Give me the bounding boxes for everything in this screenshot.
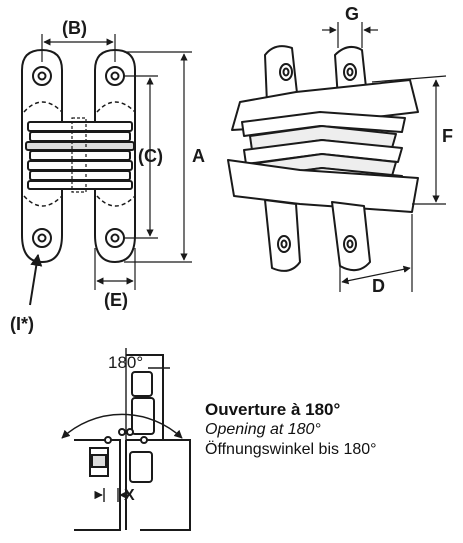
angle-label: 180°: [108, 353, 143, 372]
isometric-view: [227, 45, 419, 272]
caption-german: Öffnungswinkel bis 180°: [205, 441, 377, 458]
front-view: [21, 48, 136, 264]
front-dimensions: [29, 34, 192, 306]
dim-label-i: (I*): [10, 314, 34, 334]
dim-label-g: G: [345, 4, 359, 24]
iso-dimensions: [322, 22, 447, 292]
opening-caption: Ouverture à 180° Opening at 180° Öffnung…: [205, 400, 455, 460]
caption-english: Opening at 180°: [205, 421, 321, 438]
dim-label-x: X: [124, 487, 135, 504]
dim-label-a: A: [192, 146, 205, 166]
dim-label-e: (E): [104, 290, 128, 310]
dim-label-b: (B): [62, 18, 87, 38]
dim-label-f: F: [442, 126, 453, 146]
caption-french: Ouverture à 180°: [205, 400, 341, 419]
dim-label-d: D: [372, 276, 385, 296]
dim-label-c: (C): [138, 146, 163, 166]
opening-arcs: [61, 348, 183, 502]
